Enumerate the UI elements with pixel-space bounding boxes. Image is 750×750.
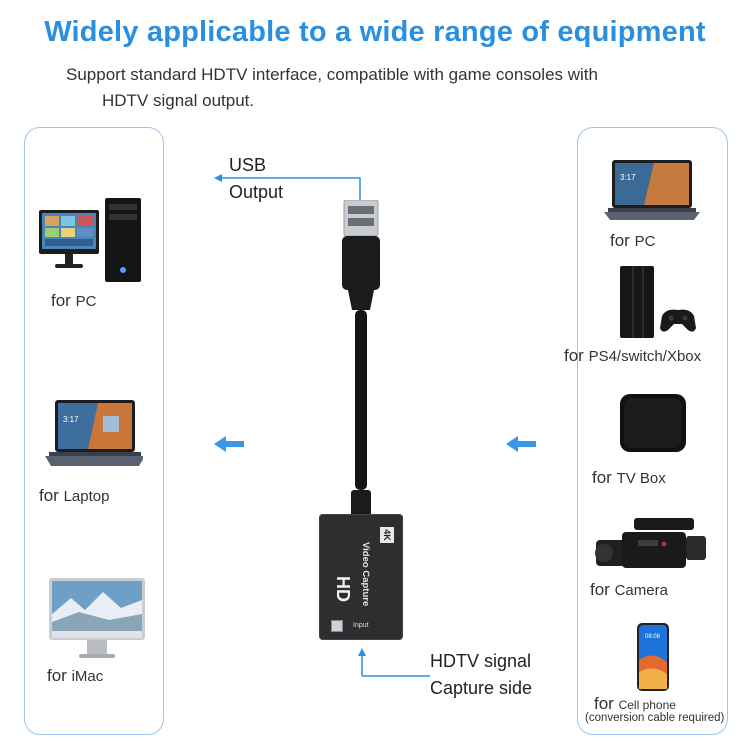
desktop-pc-icon: [39, 198, 141, 282]
imac-icon: [49, 578, 145, 658]
cell-phone-icon: 08:08: [637, 623, 669, 691]
usb-cable: [342, 200, 380, 518]
right-name-console: PS4/switch/Xbox: [588, 348, 702, 365]
usb-label-line1: USB: [229, 155, 267, 175]
right-name-pc: PC: [634, 233, 656, 250]
hdtv-pointer-line: [358, 648, 430, 677]
pc-laptop-icon: 3:17: [604, 160, 700, 220]
subline-line2: HDTV signal output.: [102, 91, 255, 110]
right-for-phone: for: [594, 694, 614, 713]
left-label-laptop: for Laptop: [39, 486, 109, 506]
right-label-tvbox: for TV Box: [592, 468, 666, 488]
left-for-imac: for: [47, 666, 67, 685]
usb-output-label: USB Output: [229, 152, 283, 206]
subline-line1: Support standard HDTV interface, compati…: [66, 65, 598, 84]
subline: Support standard HDTV interface, compati…: [66, 62, 706, 114]
device-4k-badge: 4K: [380, 527, 394, 543]
right-flow-arrow-icon: [506, 436, 536, 452]
usb-pointer-line: [214, 174, 361, 206]
right-label-camera: for Camera: [590, 580, 668, 600]
headline: Widely applicable to a wide range of equ…: [44, 16, 706, 48]
laptop-time: 3:17: [63, 415, 79, 424]
phone-conversion-note: (conversion cable required): [585, 712, 725, 724]
input-devices-panel: 3:17 for PC for PS4/switch/Xbox for TV B…: [564, 127, 728, 735]
device-hd-text: HD: [333, 576, 353, 602]
capture-label-line2: Capture side: [430, 678, 533, 698]
tv-box-icon: [620, 394, 686, 452]
output-devices-panel: for PC 3:17 for Laptop for iMac: [24, 127, 164, 735]
right-for-camera: for: [590, 580, 610, 599]
right-label-phone: for Cell phone: [594, 694, 676, 714]
left-for-pc: for: [51, 291, 71, 310]
pc-laptop-time: 3:17: [620, 173, 636, 182]
left-for-laptop: for: [39, 486, 59, 505]
capture-label-line1: HDTV signal: [430, 651, 532, 671]
left-label-pc: for PC: [51, 291, 96, 311]
video-capture-device: 4K HD Video Capture Input: [319, 514, 403, 640]
left-name-laptop: Laptop: [63, 488, 110, 505]
right-for-pc: for: [610, 231, 630, 250]
left-flow-arrow-icon: [214, 436, 244, 452]
device-port-label: Input: [353, 622, 369, 629]
left-label-imac: for iMac: [47, 666, 103, 686]
device-name-text: Video Capture: [360, 542, 371, 607]
hdmi-port[interactable]: [331, 620, 343, 632]
right-name-camera: Camera: [614, 582, 668, 599]
left-name-pc: PC: [75, 293, 97, 310]
phone-time: 08:08: [645, 634, 661, 640]
game-console-icon: [620, 266, 696, 338]
camcorder-icon: [595, 518, 706, 568]
usb-label-line2: Output: [229, 182, 284, 202]
laptop-icon: 3:17: [45, 400, 143, 466]
right-for-console: for: [564, 346, 584, 365]
right-for-tvbox: for: [592, 468, 612, 487]
right-label-pc: for PC: [610, 231, 655, 251]
right-label-console: for PS4/switch/Xbox: [564, 346, 701, 366]
hdtv-capture-label: HDTV signal Capture side: [430, 648, 532, 702]
right-name-tvbox: TV Box: [616, 470, 666, 487]
right-name-phone: Cell phone: [618, 698, 676, 712]
left-name-imac: iMac: [71, 668, 104, 685]
